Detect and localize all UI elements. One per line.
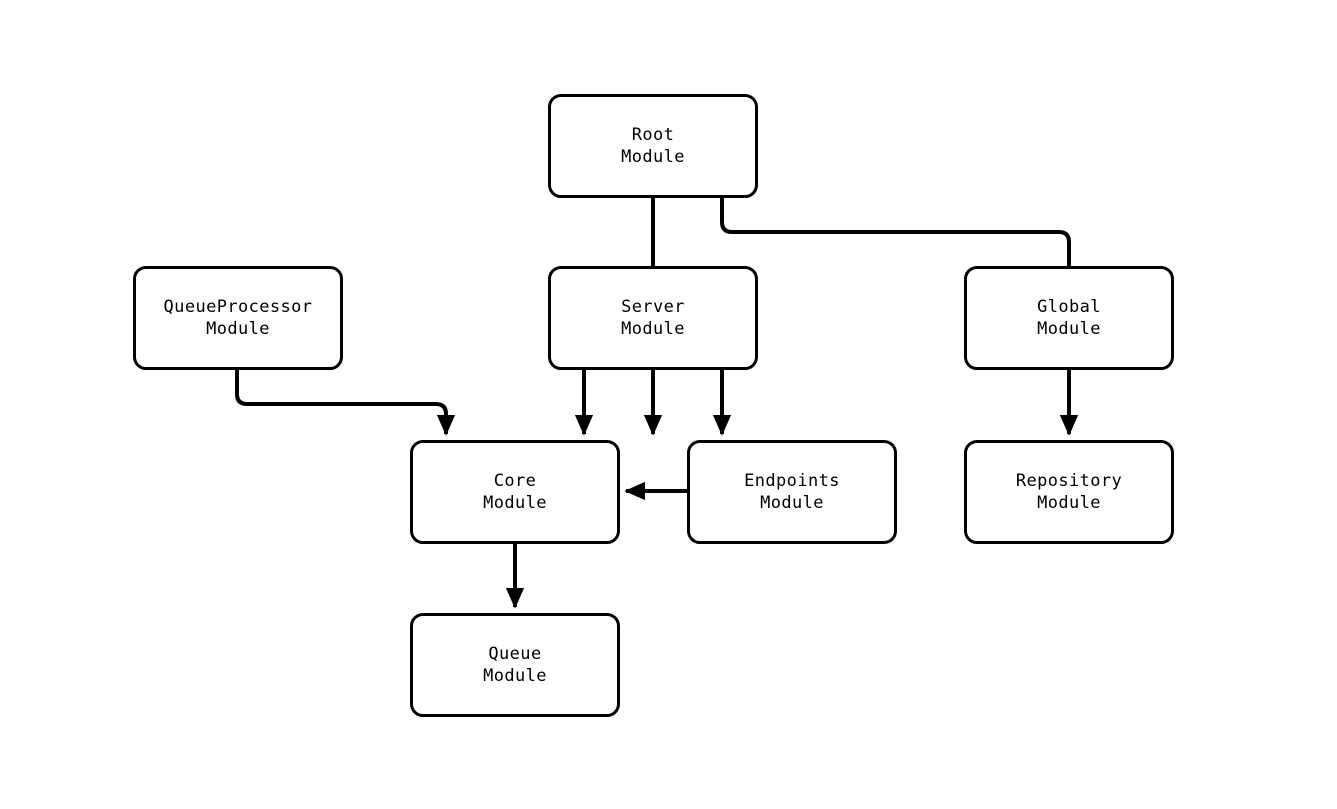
node-label-line2: Module bbox=[1037, 493, 1101, 513]
node-core-module[interactable]: Core Module bbox=[410, 440, 620, 544]
node-endpoints-module[interactable]: Endpoints Module bbox=[687, 440, 897, 544]
node-label-line1: Endpoints bbox=[744, 471, 840, 491]
node-root-module[interactable]: Root Module bbox=[548, 94, 758, 198]
edge-root-to-global bbox=[720, 198, 1079, 436]
node-label-line1: Global bbox=[1037, 297, 1101, 317]
node-label-line2: Module bbox=[621, 319, 685, 339]
node-global-module[interactable]: Global Module bbox=[964, 266, 1174, 370]
node-label-line1: Repository bbox=[1015, 471, 1123, 491]
node-label-line1: Root bbox=[631, 125, 675, 145]
node-queue-module[interactable]: Queue Module bbox=[410, 613, 620, 717]
node-queueprocessor-module[interactable]: QueueProcessor Module bbox=[133, 266, 343, 370]
node-label-line1: Core bbox=[493, 471, 537, 491]
node-label-line2: Module bbox=[206, 319, 270, 339]
node-label-line2: Module bbox=[483, 493, 547, 513]
node-repository-module[interactable]: Repository Module bbox=[964, 440, 1174, 544]
node-label-line1: Queue bbox=[488, 644, 542, 664]
node-label-line2: Module bbox=[483, 666, 547, 686]
node-label-line1: QueueProcessor bbox=[163, 297, 313, 317]
node-label-line2: Module bbox=[760, 493, 824, 513]
node-label-line2: Module bbox=[621, 147, 685, 167]
edge-queueprocessor-to-core bbox=[235, 370, 456, 436]
node-label-line1: Server bbox=[621, 297, 685, 317]
node-label-line2: Module bbox=[1037, 319, 1101, 339]
node-server-module[interactable]: Server Module bbox=[548, 266, 758, 370]
